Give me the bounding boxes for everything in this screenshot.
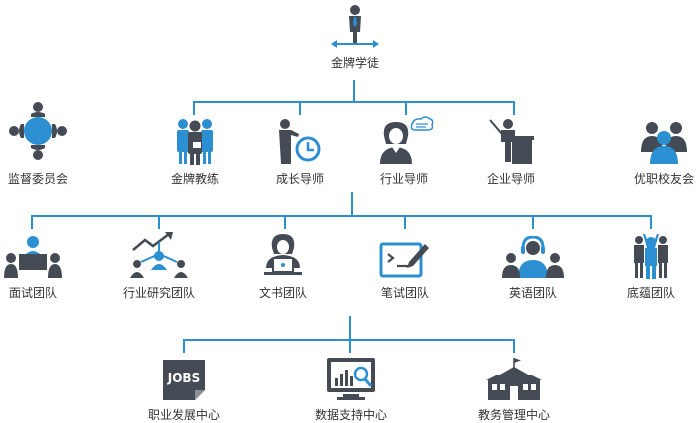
written-test-pen-icon bbox=[379, 242, 429, 278]
enterprise-mentor-label: 企业导师 bbox=[486, 172, 535, 186]
coach-team-icon bbox=[177, 119, 213, 165]
industry-mentor-label: 行业导师 bbox=[379, 172, 428, 186]
connector-root-down bbox=[353, 80, 355, 102]
jobs-text: JOBS bbox=[167, 371, 200, 385]
industry-research-team-node: 行业研究团队 bbox=[94, 230, 224, 300]
foundation-team-node: 底蕴团队 bbox=[586, 232, 700, 300]
growth-mentor-node: 成长导师 bbox=[235, 116, 365, 186]
connector-level2-drop-1 bbox=[31, 215, 33, 229]
connector-level2-drop-3 bbox=[284, 215, 286, 229]
cheering-team-icon bbox=[634, 234, 668, 279]
presenter-podium-icon bbox=[489, 119, 534, 164]
written-test-team-label: 笔试团队 bbox=[380, 286, 429, 300]
data-support-center-label: 数据支持中心 bbox=[314, 408, 387, 422]
research-growth-icon bbox=[130, 232, 188, 278]
alumni-association-node: 优职校友会 bbox=[599, 118, 700, 186]
student-figure-icon bbox=[331, 5, 379, 48]
english-team-label: 英语团队 bbox=[508, 286, 557, 300]
writer-laptop-icon bbox=[264, 234, 302, 275]
academic-affairs-center-node: 教务管理中心 bbox=[449, 356, 579, 422]
root-label: 金牌学徒 bbox=[330, 56, 379, 70]
interview-team-node: 面试团队 bbox=[0, 232, 98, 300]
connector-level3-drop-1 bbox=[183, 339, 185, 353]
written-test-team-node: 笔试团队 bbox=[340, 234, 470, 300]
round-table-meeting-icon bbox=[9, 102, 67, 160]
mentor-clock-icon bbox=[279, 119, 321, 164]
data-monitor-icon bbox=[327, 358, 375, 400]
connector-level2-down bbox=[349, 316, 351, 340]
connector-level2-bar bbox=[31, 215, 652, 217]
connector-level2-drop-6 bbox=[650, 215, 652, 229]
growth-mentor-label: 成长导师 bbox=[275, 172, 324, 186]
interview-table-icon bbox=[4, 236, 62, 278]
connector-level1-down bbox=[351, 192, 353, 216]
copywriting-team-label: 文书团队 bbox=[258, 286, 307, 300]
connector-level1-drop-4 bbox=[513, 101, 515, 115]
school-building-icon bbox=[486, 358, 542, 400]
connector-level3-drop-3 bbox=[513, 339, 515, 353]
supervisory-committee-node: 监督委员会 bbox=[0, 98, 103, 186]
gold-coach-label: 金牌教练 bbox=[170, 172, 219, 186]
foundation-team-label: 底蕴团队 bbox=[626, 286, 675, 300]
alumni-group-icon bbox=[641, 122, 687, 164]
connector-level3-drop-2 bbox=[349, 339, 351, 353]
connector-level1-bar bbox=[193, 101, 515, 103]
connector-level2-drop-2 bbox=[158, 215, 160, 229]
headset-team-icon bbox=[502, 236, 564, 278]
industry-mentor-node: 行业导师 bbox=[339, 116, 469, 186]
industry-research-team-label: 行业研究团队 bbox=[122, 286, 195, 300]
jobs-note-icon: JOBS bbox=[163, 360, 205, 400]
connector-level1-drop-1 bbox=[193, 101, 195, 115]
connector-level1-drop-3 bbox=[405, 101, 407, 115]
root-node: 金牌学徒 bbox=[290, 4, 420, 70]
connector-level2-drop-5 bbox=[532, 215, 534, 229]
supervisory-committee-label: 监督委员会 bbox=[7, 172, 68, 186]
connector-level1-drop-2 bbox=[299, 101, 301, 115]
copywriting-team-node: 文书团队 bbox=[218, 232, 348, 300]
industry-mentor-icon bbox=[380, 116, 434, 164]
connector-level2-drop-4 bbox=[404, 215, 406, 229]
career-development-center-label: 职业发展中心 bbox=[147, 408, 220, 422]
alumni-association-label: 优职校友会 bbox=[633, 172, 694, 186]
interview-team-label: 面试团队 bbox=[8, 286, 57, 300]
data-support-center-node: 数据支持中心 bbox=[286, 356, 416, 422]
academic-affairs-center-label: 教务管理中心 bbox=[477, 408, 550, 422]
career-development-center-node: JOBS 职业发展中心 bbox=[119, 356, 249, 422]
english-team-node: 英语团队 bbox=[468, 236, 598, 300]
enterprise-mentor-node: 企业导师 bbox=[446, 116, 576, 186]
gold-coach-node: 金牌教练 bbox=[130, 116, 260, 186]
